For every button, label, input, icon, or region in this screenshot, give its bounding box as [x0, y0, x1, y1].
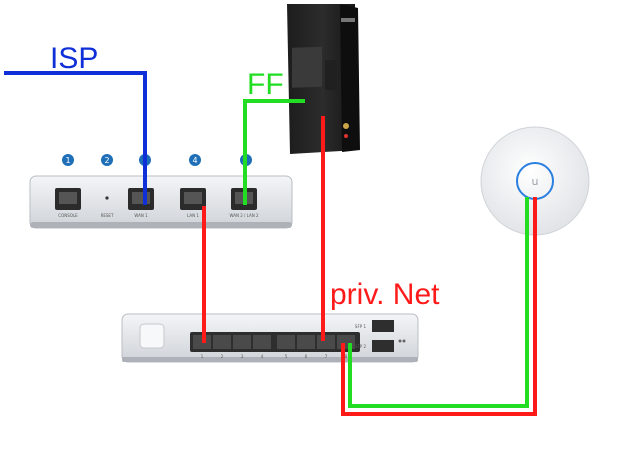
switch-port-number: 1 [201, 354, 204, 359]
router-port-label: RESET [101, 213, 114, 218]
switch-sfp-port [372, 320, 394, 332]
switch-sfp-port [372, 340, 394, 352]
switch-device: 1 2 3 4 5 6 7 8 SFP 1 SFP 2 [121, 313, 419, 363]
priv-net-label: priv. Net [330, 278, 440, 311]
switch-port-number: 4 [261, 354, 264, 359]
router-port-label: WAN 2 / LAN 2 [229, 213, 258, 218]
switch-port-number: 6 [305, 354, 308, 359]
switch-port-number: 2 [221, 354, 224, 359]
switch-port [297, 335, 315, 349]
router-device: CONSOLE RESET WAN 1 LAN 1 WAN 2 / LAN 2 [29, 175, 293, 229]
router-port-badges: 1 2 4 [62, 154, 252, 166]
router-port-lan1 [180, 188, 206, 210]
switch-port [277, 335, 295, 349]
switch-port-number: 8 [345, 354, 348, 359]
router-port-label: CONSOLE [58, 213, 78, 218]
router-port-console [55, 188, 81, 210]
svg-text:4: 4 [192, 156, 197, 165]
router-port-wan1 [128, 188, 154, 210]
switch-sfp-label: SFP 1 [355, 324, 367, 329]
switch-port [253, 335, 271, 349]
ff-cable [243, 99, 305, 205]
switch-sfp-label: SFP 2 [355, 344, 367, 349]
svg-text:1: 1 [65, 156, 70, 165]
switch-port [233, 335, 251, 349]
switch-to-ap-cable-red [341, 197, 537, 416]
isp-label: ISP [50, 42, 98, 75]
switch-to-ap-cable-green [348, 197, 529, 408]
switch-port [337, 335, 355, 349]
svg-text:2: 2 [104, 156, 109, 165]
cables [4, 71, 537, 416]
switch-port [213, 335, 231, 349]
switch-port-number: 3 [241, 354, 244, 359]
ff-label: FF [247, 68, 284, 101]
router-reset-hole [105, 196, 109, 200]
ubiquiti-logo-icon: u [532, 175, 539, 188]
switch-logo-plate [139, 323, 165, 349]
switch-port-number: 7 [325, 354, 328, 359]
switch-port [317, 335, 335, 349]
port-badge: 4 [189, 154, 201, 166]
switch-port-number: 5 [285, 354, 288, 359]
port-badge: 2 [101, 154, 113, 166]
router-port-label: WAN 1 [134, 213, 148, 218]
firewall-pc [287, 4, 360, 154]
isp-cable [4, 71, 147, 205]
router-port-label: LAN 1 [187, 213, 199, 218]
port-badge: 1 [62, 154, 74, 166]
